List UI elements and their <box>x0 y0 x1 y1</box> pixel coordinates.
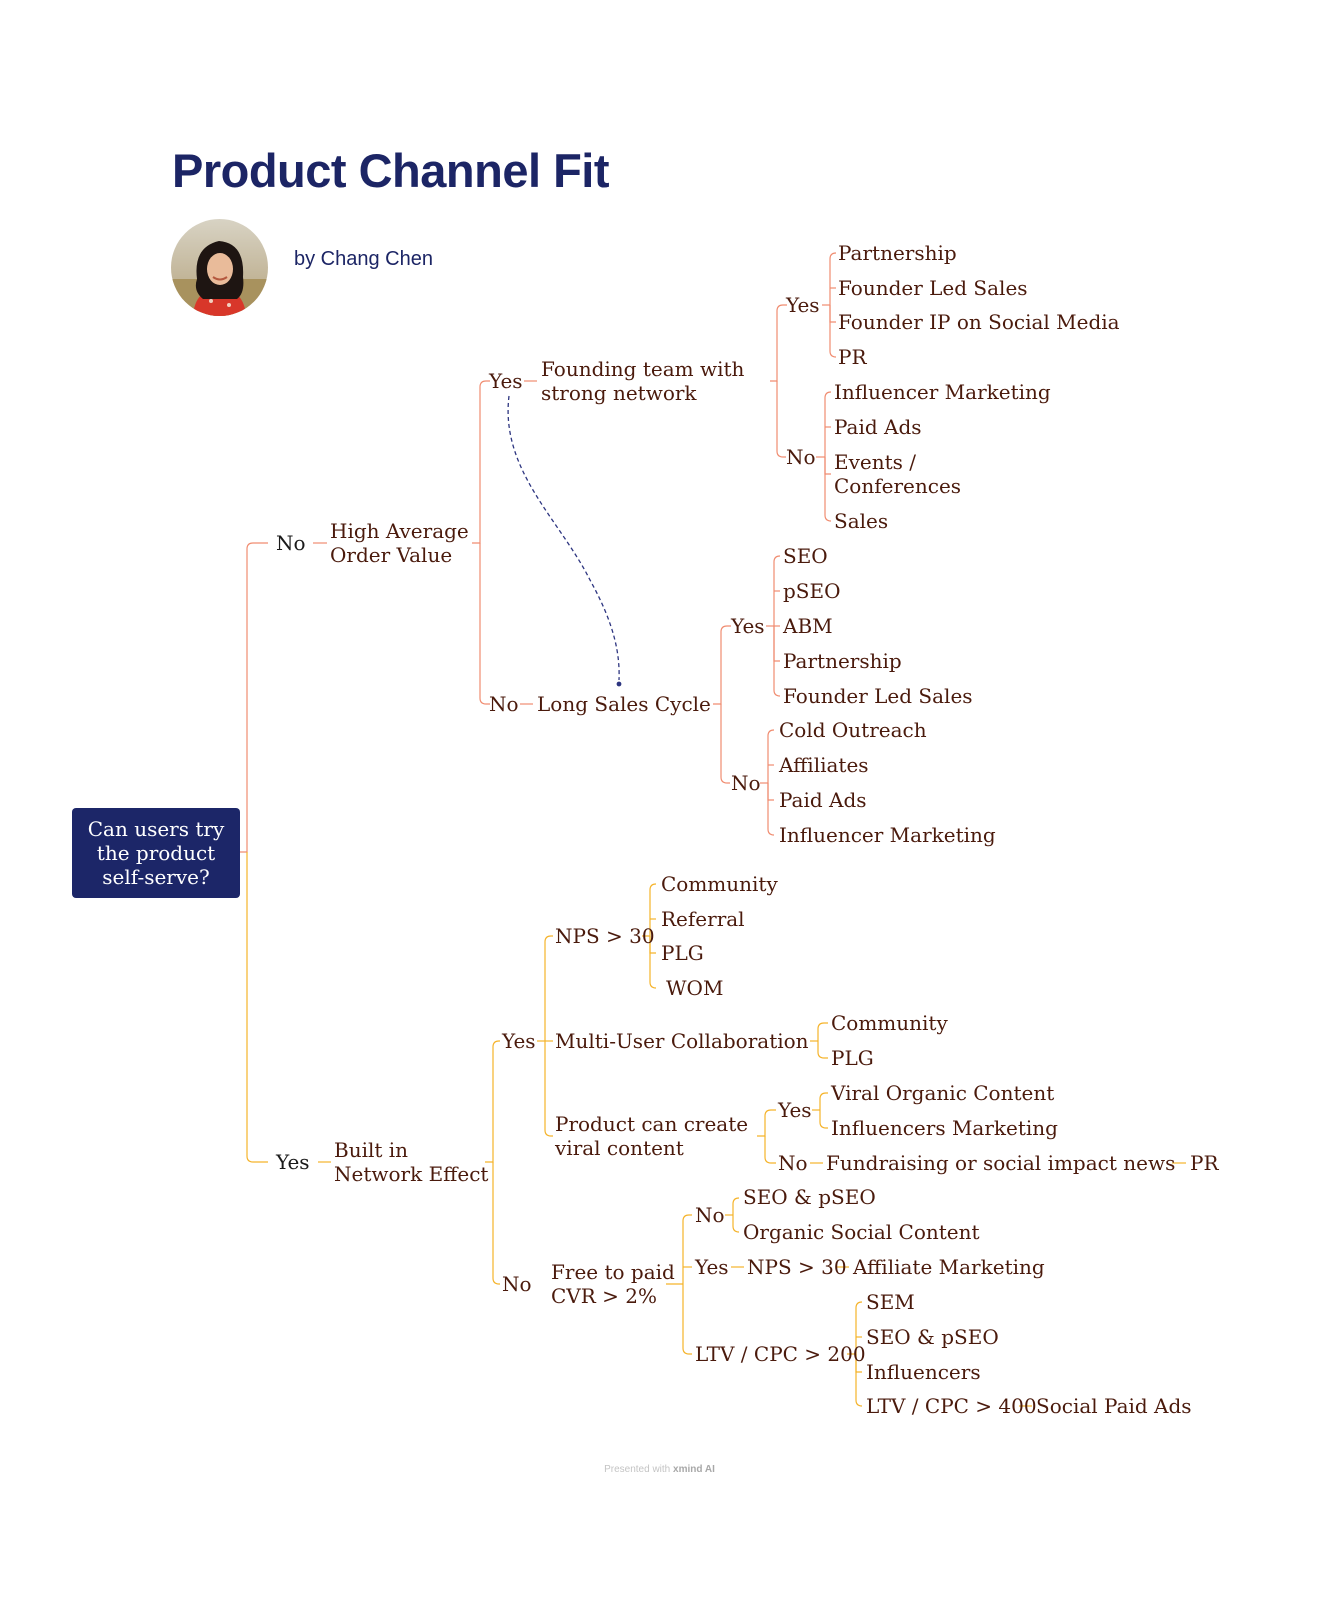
ltv-400-node: LTV / CPC > 400 <box>866 1394 1037 1418</box>
leaf-organic-social: Organic Social Content <box>743 1220 980 1244</box>
leaf-influencers: Influencers <box>866 1360 981 1384</box>
root-line-2: the product <box>96 841 216 865</box>
leaf-partnership-2: Partnership <box>783 649 902 673</box>
author-byline: by Chang Chen <box>294 248 433 270</box>
root-line-3: self-serve? <box>102 865 210 889</box>
leaf-abm: ABM <box>782 614 833 638</box>
leaf-influencer-marketing: Influencer Marketing <box>834 380 1051 404</box>
yes-branch-labels: Yes Built in Network Effect Yes NPS > 30… <box>275 872 1219 1418</box>
leaf-sem: SEM <box>866 1290 915 1314</box>
free-to-paid-node-line2: CVR > 2% <box>551 1284 657 1308</box>
leaf-partnership: Partnership <box>838 241 957 265</box>
leaf-pseo: pSEO <box>783 579 841 603</box>
leaf-wom: WOM <box>666 976 723 1000</box>
author-avatar <box>171 219 268 316</box>
leaf-affiliate-marketing: Affiliate Marketing <box>852 1255 1045 1279</box>
viral-node-line2: viral content <box>554 1136 684 1160</box>
leaf-seo: SEO <box>783 544 828 568</box>
leaf-sales: Sales <box>834 509 888 533</box>
long-yes-label: Yes <box>730 614 765 638</box>
ltv-200-node: LTV / CPC > 200 <box>695 1342 866 1366</box>
founding-yes-label: Yes <box>785 293 820 317</box>
leaf-seo-pseo: SEO & pSEO <box>743 1185 876 1209</box>
leaf-influencer-marketing-2: Influencer Marketing <box>779 823 996 847</box>
long-no-label: No <box>731 771 761 795</box>
no-branch-connectors <box>240 252 837 853</box>
leaf-founder-led-sales: Founder Led Sales <box>838 276 1028 300</box>
footer-prefix: Presented with <box>604 1464 671 1475</box>
free-to-paid-node-line1: Free to paid <box>551 1260 675 1284</box>
leaf-seo-pseo-2: SEO & pSEO <box>866 1325 999 1349</box>
relationship-arrow <box>507 395 622 687</box>
leaf-plg: PLG <box>661 941 704 965</box>
root-line-1: Can users try <box>87 817 225 841</box>
yes-branch-connectors <box>246 852 1186 1407</box>
no-answer-label: No <box>276 531 306 555</box>
leaf-events-line1: Events / <box>834 450 916 474</box>
footer-credit: Presented with xmind AI <box>0 1464 1319 1475</box>
no-branch-labels: No High Average Order Value Yes Founding… <box>276 241 1120 847</box>
leaf-affiliates: Affiliates <box>778 753 869 777</box>
footer-brand: xmind AI <box>673 1464 715 1475</box>
free-no-label: No <box>695 1203 725 1227</box>
free-yes-nps-node: NPS > 30 <box>747 1255 847 1279</box>
leaf-referral: Referral <box>661 907 745 931</box>
aov-yes-label: Yes <box>488 369 523 393</box>
leaf-paid-ads: Paid Ads <box>834 415 922 439</box>
founding-team-node-line1: Founding team with <box>541 357 744 381</box>
leaf-events-line2: Conferences <box>834 474 961 498</box>
leaf-cold-outreach: Cold Outreach <box>779 718 927 742</box>
network-no-label: No <box>502 1272 532 1296</box>
viral-no-label: No <box>778 1151 808 1175</box>
leaf-founder-led-sales-2: Founder Led Sales <box>783 684 973 708</box>
leaf-pr: PR <box>838 345 867 369</box>
network-effect-node-line2: Network Effect <box>334 1162 488 1186</box>
leaf-founder-ip-social: Founder IP on Social Media <box>838 310 1120 334</box>
page-title: Product Channel Fit <box>172 144 610 197</box>
leaf-influencers-marketing: Influencers Marketing <box>831 1116 1058 1140</box>
aov-no-label: No <box>489 692 519 716</box>
fundraising-node: Fundraising or social impact news <box>826 1151 1175 1175</box>
leaf-community: Community <box>661 872 778 896</box>
founding-no-label: No <box>786 445 816 469</box>
long-sales-cycle-node: Long Sales Cycle <box>537 692 711 716</box>
root-question-node[interactable]: Can users try the product self-serve? <box>72 808 240 898</box>
network-yes-label: Yes <box>501 1029 536 1053</box>
viral-yes-label: Yes <box>777 1098 812 1122</box>
viral-node-line1: Product can create <box>555 1112 748 1136</box>
multi-user-node: Multi-User Collaboration <box>555 1029 809 1053</box>
leaf-social-paid-ads: Social Paid Ads <box>1036 1394 1192 1418</box>
network-effect-node-line1: Built in <box>334 1138 408 1162</box>
nps-node: NPS > 30 <box>555 924 655 948</box>
founding-team-node-line2: strong network <box>541 381 697 405</box>
leaf-plg-2: PLG <box>831 1046 874 1070</box>
yes-answer-label: Yes <box>275 1150 310 1174</box>
leaf-pr-2: PR <box>1190 1151 1219 1175</box>
free-yes-label: Yes <box>694 1255 729 1279</box>
leaf-viral-organic: Viral Organic Content <box>830 1081 1054 1105</box>
leaf-community-2: Community <box>831 1011 948 1035</box>
high-aov-node-line2: Order Value <box>330 543 452 567</box>
high-aov-node-line1: High Average <box>330 519 469 543</box>
leaf-paid-ads-2: Paid Ads <box>779 788 867 812</box>
